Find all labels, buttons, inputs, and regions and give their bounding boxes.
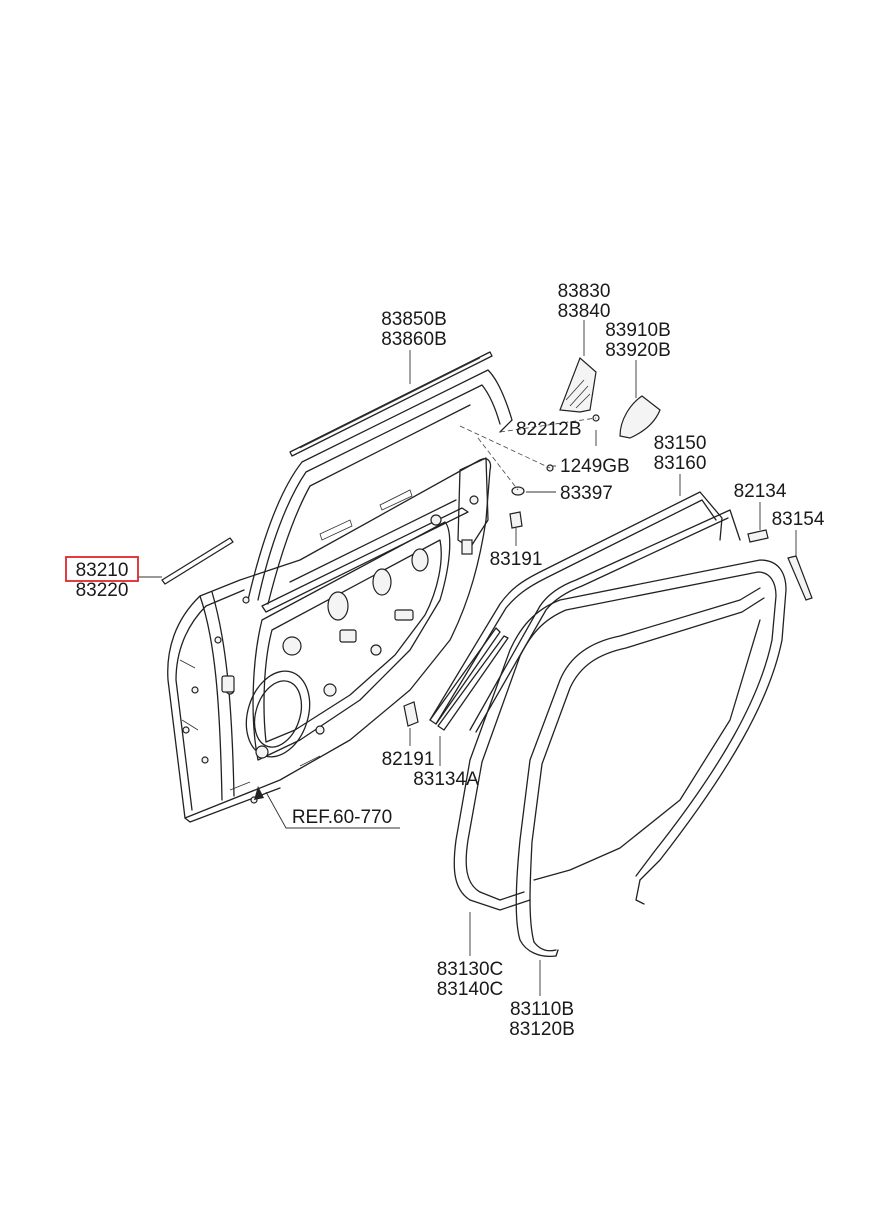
label-83120b: 83120B xyxy=(509,1019,575,1040)
label-83850b: 83850B xyxy=(381,309,447,330)
label-83110b: 83110B xyxy=(510,999,574,1020)
label-83210: 83210 xyxy=(76,560,129,581)
label-83920b: 83920B xyxy=(605,340,671,361)
label-83220: 83220 xyxy=(76,580,129,601)
highlight-box xyxy=(65,556,139,582)
label-1249gb: 1249GB xyxy=(560,456,630,477)
label-83840: 83840 xyxy=(558,301,611,322)
strip-83134 xyxy=(429,627,509,731)
label-82212b: 82212B xyxy=(516,419,582,440)
body-weatherstrip-83130 xyxy=(453,559,787,911)
label-83191: 83191 xyxy=(490,549,543,570)
label-83830: 83830 xyxy=(558,281,611,302)
label-ref-60-770: REF.60-770 xyxy=(292,807,392,828)
door-panel xyxy=(167,369,513,823)
label-82191: 82191 xyxy=(382,749,435,770)
label-82134: 82134 xyxy=(734,481,787,502)
label-83130c: 83130C xyxy=(437,959,504,980)
front-channel-strip-83210 xyxy=(161,537,234,585)
ref-arrow-icon xyxy=(254,786,264,800)
label-83140c: 83140C xyxy=(437,979,504,1000)
label-83860b: 83860B xyxy=(381,329,447,350)
label-83160: 83160 xyxy=(654,453,707,474)
label-83134a: 83134A xyxy=(413,769,479,790)
label-83910b: 83910B xyxy=(605,320,671,341)
leader-lines xyxy=(138,320,797,996)
door-weatherstrip-83110 xyxy=(515,587,765,958)
delta-cover-83830 xyxy=(559,356,597,413)
belt-moulding-83850 xyxy=(289,351,493,457)
label-83154: 83154 xyxy=(772,509,825,530)
label-83397: 83397 xyxy=(560,483,613,504)
label-83150: 83150 xyxy=(654,433,707,454)
corner-cover-83910 xyxy=(619,395,661,439)
frame-weatherstrip-83150 xyxy=(429,491,741,733)
fasteners xyxy=(403,414,813,727)
